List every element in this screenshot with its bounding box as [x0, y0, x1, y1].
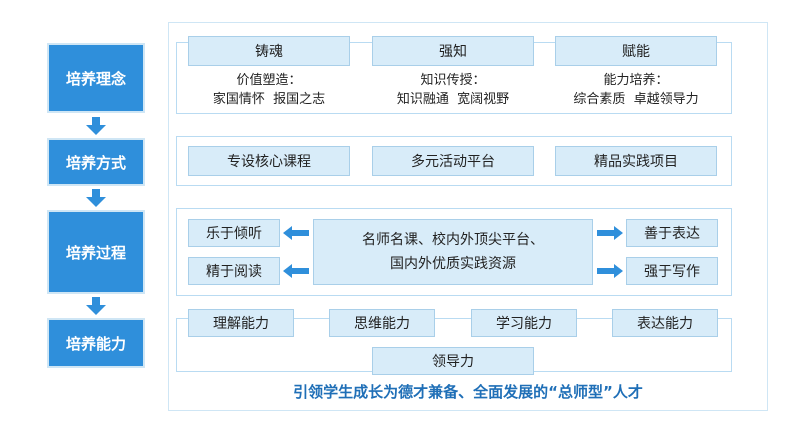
caption-line: 综合素质 卓越领导力	[573, 92, 699, 107]
philosophy-caption-2: 知识传授： 知识融通 宽阔视野	[372, 71, 534, 109]
ability-learning: 学习能力	[471, 309, 577, 337]
arrow-right-icon	[597, 226, 623, 240]
stage-label-ability: 培养能力	[47, 318, 145, 368]
philosophy-soul: 铸魂	[188, 36, 350, 66]
process-resources: 名师名课、校内外顶尖平台、 国内外优质实践资源	[313, 219, 593, 285]
stage-label-process: 培养过程	[47, 210, 145, 294]
ability-leadership: 领导力	[372, 347, 534, 375]
caption-line: 能力培养：	[603, 73, 669, 88]
ability-expression: 表达能力	[612, 309, 718, 337]
caption-line: 知识传授：	[420, 73, 486, 88]
method-core-courses: 专设核心课程	[188, 146, 350, 176]
stage-label-philosophy: 培养理念	[47, 43, 145, 113]
down-arrow-icon	[86, 297, 106, 315]
ability-thinking: 思维能力	[329, 309, 435, 337]
method-activity-platform: 多元活动平台	[372, 146, 534, 176]
philosophy-empower: 赋能	[555, 36, 717, 66]
process-listen: 乐于倾听	[188, 219, 280, 247]
process-write: 强于写作	[626, 257, 718, 285]
philosophy-knowledge: 强知	[372, 36, 534, 66]
resources-line: 名师名课、校内外顶尖平台、	[362, 232, 544, 248]
philosophy-caption-3: 能力培养： 综合素质 卓越领导力	[555, 71, 717, 109]
caption-line: 知识融通 宽阔视野	[396, 92, 510, 107]
arrow-left-icon	[283, 226, 309, 240]
process-express: 善于表达	[626, 219, 718, 247]
method-practice-projects: 精品实践项目	[555, 146, 717, 176]
down-arrow-icon	[86, 189, 106, 207]
arrow-left-icon	[283, 264, 309, 278]
resources-line: 国内外优质实践资源	[390, 256, 516, 272]
ability-understanding: 理解能力	[188, 309, 294, 337]
philosophy-caption-1: 价值塑造： 家国情怀 报国之志	[188, 71, 350, 109]
arrow-right-icon	[597, 264, 623, 278]
process-read: 精于阅读	[188, 257, 280, 285]
goal-statement: 引领学生成长为德才兼备、全面发展的“总师型”人才	[293, 383, 643, 401]
stage-label-method: 培养方式	[47, 138, 145, 186]
caption-line: 家国情怀 报国之志	[212, 92, 326, 107]
down-arrow-icon	[86, 117, 106, 135]
caption-line: 价值塑造：	[236, 73, 302, 88]
